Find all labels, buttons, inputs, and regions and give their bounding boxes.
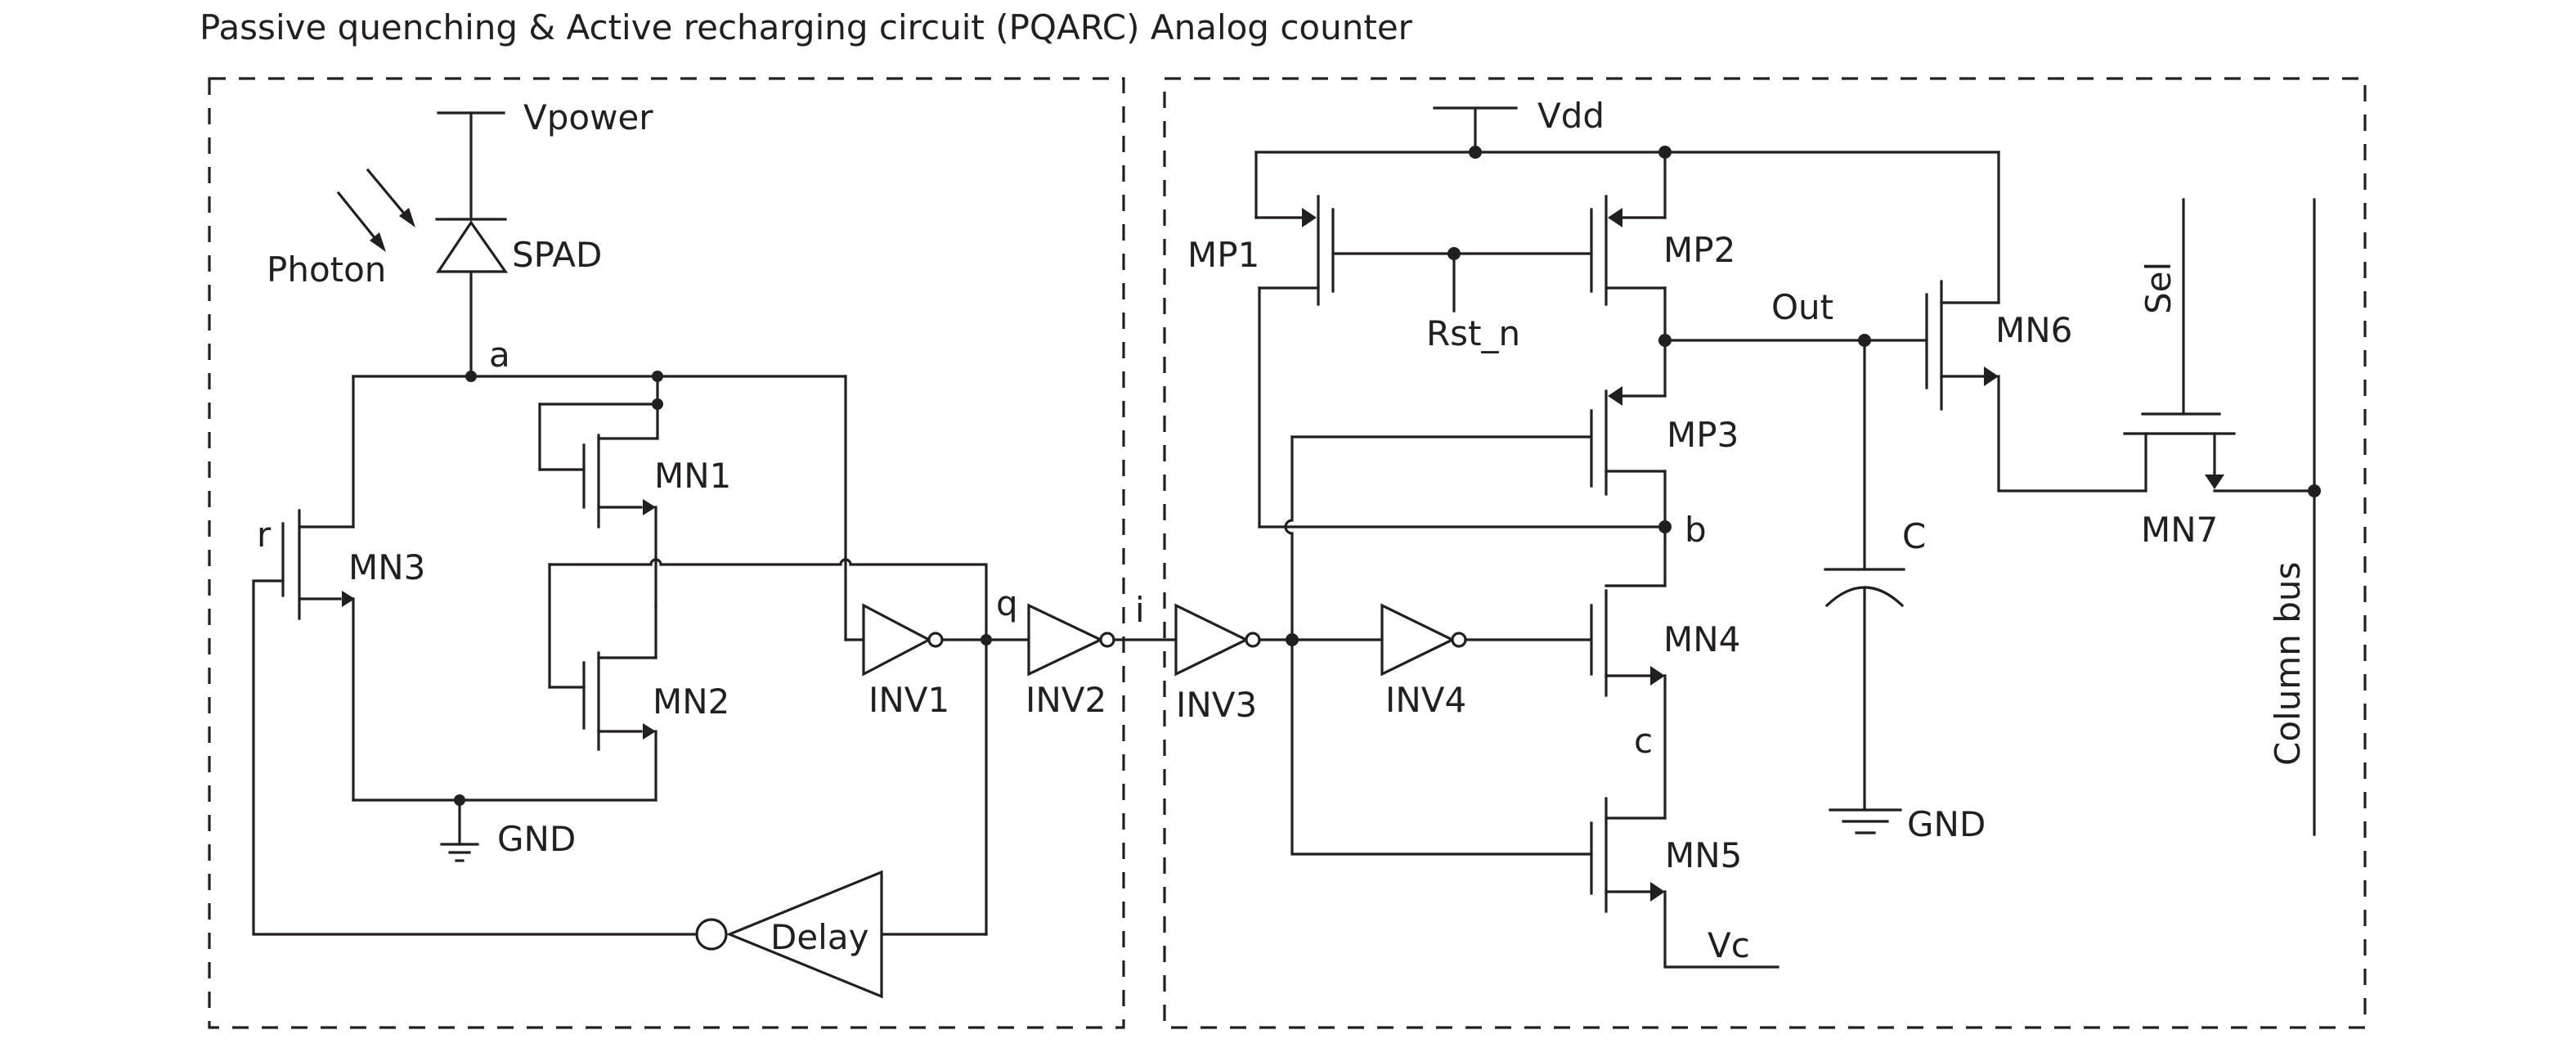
vdd-label: Vdd — [1537, 96, 1604, 136]
mn5-transistor — [1590, 797, 1779, 969]
out-label: Out — [1771, 287, 1833, 327]
inv2-label: INV2 — [1025, 680, 1106, 720]
mn1-transistor — [538, 403, 659, 561]
column-bus-label: Column bus — [2268, 562, 2308, 766]
node-a-label: a — [489, 335, 510, 375]
mp2-transistor — [1590, 151, 1667, 398]
inv3-net — [1284, 435, 1591, 856]
node-b-dot — [1658, 520, 1672, 533]
node-a-dot — [465, 371, 477, 382]
inv4-inverter — [1380, 603, 1467, 677]
mp1-label: MP1 — [1187, 235, 1259, 275]
spad-label: SPAD — [512, 235, 602, 275]
mid-rail — [548, 558, 988, 641]
vpower-supply — [437, 111, 505, 221]
sel-label: Sel — [2138, 262, 2179, 314]
cap-label: C — [1902, 516, 1926, 556]
mn3-transistor — [281, 375, 355, 802]
mp2-label: MP2 — [1663, 230, 1735, 270]
node-i-label: i — [1135, 590, 1145, 630]
mp1-transistor — [1254, 151, 1335, 528]
inv3-label: INV3 — [1176, 685, 1257, 725]
mn5-label: MN5 — [1665, 835, 1742, 875]
mn1-label: MN1 — [654, 456, 731, 496]
mn4-label: MN4 — [1663, 619, 1740, 659]
gnd-left-label: GND — [497, 819, 576, 859]
ground-icon — [440, 798, 479, 862]
node-c-label: c — [1634, 721, 1653, 761]
ground-icon-right — [1829, 808, 1902, 834]
spad-diode-icon — [435, 218, 509, 378]
delay-label: Delay — [770, 917, 868, 957]
mp3-transistor — [1590, 386, 1667, 587]
vdd-dot — [1469, 146, 1482, 159]
photon-arrows-icon — [336, 168, 415, 252]
column-bus-dot — [2308, 484, 2321, 497]
node-r-label: r — [257, 515, 272, 555]
mn2-transistor — [548, 604, 657, 802]
analog-counter-box — [1163, 77, 2367, 1029]
out-dot-left — [1658, 334, 1672, 347]
mn6-transistor — [1925, 151, 2147, 493]
vdd-supply — [1433, 106, 1518, 154]
node-q-label: q — [996, 583, 1018, 623]
mn7-transistor — [2123, 198, 2316, 493]
mn2-label: MN2 — [653, 681, 729, 722]
inv3-inverter — [1174, 603, 1261, 677]
feedback-wire — [252, 579, 698, 936]
figure-title: Passive quenching & Active recharging ci… — [200, 7, 1413, 47]
mn3-label: MN3 — [348, 547, 425, 587]
inv1-inverter — [862, 603, 944, 677]
mn6-label: MN6 — [1995, 310, 2072, 350]
gnd-right-label: GND — [1907, 804, 1986, 844]
mp3-label: MP3 — [1667, 415, 1739, 455]
vpower-label: Vpower — [523, 97, 653, 137]
photon-label: Photon — [267, 250, 386, 290]
vc-label: Vc — [1708, 925, 1750, 965]
inv4-label: INV4 — [1385, 680, 1466, 720]
mn4-transistor — [1590, 584, 1667, 820]
rst-n-label: Rst_n — [1426, 313, 1520, 353]
capacitor-icon — [1824, 339, 1905, 812]
inv2-inverter — [1027, 603, 1115, 677]
pqarc-box — [208, 77, 1125, 1029]
inv1-label: INV1 — [868, 680, 949, 720]
node-b-label: b — [1685, 510, 1707, 550]
mn7-label: MN7 — [2141, 510, 2218, 550]
